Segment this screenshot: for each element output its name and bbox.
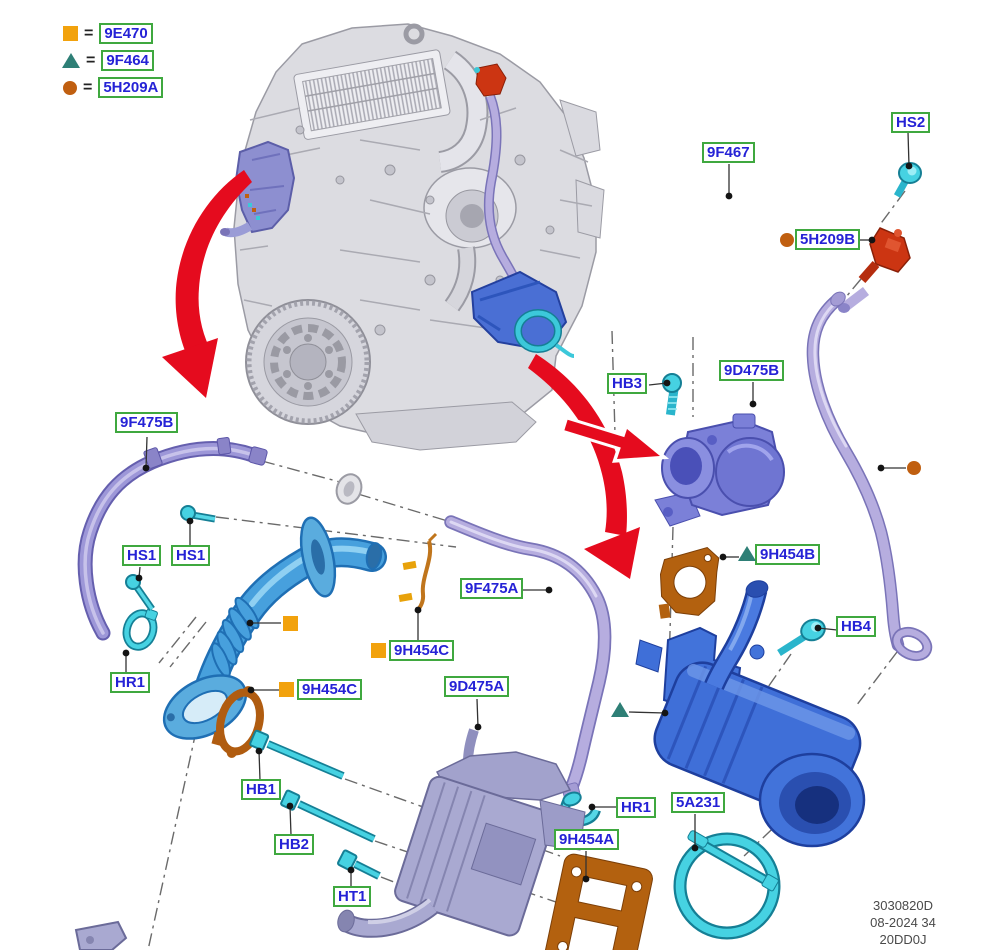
callout-label-9d475a[interactable]: 9D475A xyxy=(444,676,510,697)
footer-doc-codes: 3030820D 08-2024 34 20DD0J xyxy=(838,897,968,948)
legend-label-5h209a[interactable]: 5H209A xyxy=(98,77,164,98)
part-bolt-ht1 xyxy=(337,849,381,880)
legend-equals: = xyxy=(83,78,93,96)
callout-label-9f475b[interactable]: 9F475B xyxy=(115,412,179,433)
callout-label-hb2[interactable]: HB2 xyxy=(274,834,315,855)
callout-label-5a231[interactable]: 5A231 xyxy=(671,792,726,813)
engine-cooler-installed xyxy=(470,270,575,358)
callout-label-9h454b[interactable]: 9H454B xyxy=(755,544,821,565)
part-gasket-left xyxy=(211,686,264,758)
part-bolt-hb4 xyxy=(777,618,826,656)
callout-label-hr1-b[interactable]: HR1 xyxy=(616,797,657,818)
callout-label-9f475a[interactable]: 9F475A xyxy=(460,578,524,599)
callout-label-hs2[interactable]: HS2 xyxy=(891,112,931,133)
legend-row-circle: = 5H209A xyxy=(63,77,164,98)
part-bolt-hb3 xyxy=(662,373,682,416)
part-clamp-hr1a xyxy=(122,608,158,651)
part-bracket-bottom-left xyxy=(74,920,128,950)
part-gasket-9h454c xyxy=(398,532,438,613)
footer-doc-id: 3030820D xyxy=(873,898,933,913)
legend-label-9f464[interactable]: 9F464 xyxy=(101,50,154,71)
callout-label-ht1[interactable]: HT1 xyxy=(333,886,372,907)
part-bolt-hs1a xyxy=(125,574,155,611)
legend-equals: = xyxy=(84,24,94,42)
part-tube-9e470 xyxy=(162,516,387,740)
engine-egr-tube-installed xyxy=(484,94,525,294)
callout-label-hb4[interactable]: HB4 xyxy=(836,616,877,637)
part-tube-right xyxy=(806,291,933,662)
part-tube-9f475b xyxy=(77,437,268,641)
callout-label-9h454c-b[interactable]: 9H454C xyxy=(297,679,363,700)
circle-marker-tube-right xyxy=(907,461,921,475)
part-bolt-hs1b xyxy=(180,505,216,523)
square-marker-9h454c-a xyxy=(371,643,386,658)
part-grommet xyxy=(335,473,363,505)
callout-dots xyxy=(122,162,913,883)
triangle-marker-9h454b xyxy=(738,546,756,561)
legend-row-triangle: = 9F464 xyxy=(62,50,154,71)
legend-triangle-icon xyxy=(62,53,80,68)
red-arrow-straight xyxy=(563,416,670,463)
callout-label-hb3[interactable]: HB3 xyxy=(607,373,648,394)
part-clamp-5a231 xyxy=(673,830,781,940)
square-marker-tube xyxy=(283,616,298,631)
engine-sensor-installed xyxy=(474,63,507,97)
footer-date-code: 08-2024 34 xyxy=(870,915,936,930)
callout-label-hr1-a[interactable]: HR1 xyxy=(110,672,151,693)
part-cooler-9f464 xyxy=(635,580,866,848)
part-valve-9d475b xyxy=(654,413,785,527)
legend-equals: = xyxy=(86,51,96,69)
engine-egr-valve-installed xyxy=(220,140,296,238)
callout-label-5h209b[interactable]: 5H209B xyxy=(795,229,861,250)
callout-label-hs1-b[interactable]: HS1 xyxy=(171,545,211,566)
footer-sheet-code: 20DD0J xyxy=(879,932,927,947)
callout-label-9f467[interactable]: 9F467 xyxy=(702,142,755,163)
callout-label-9d475b[interactable]: 9D475B xyxy=(719,360,785,381)
part-bolt-hb2 xyxy=(280,789,376,843)
callout-lines xyxy=(125,131,910,887)
legend-square-icon xyxy=(63,26,78,41)
callout-label-9h454c-a[interactable]: 9H454C xyxy=(389,640,455,661)
circle-marker-5h209b xyxy=(780,233,794,247)
square-marker-9h454c-b xyxy=(279,682,294,697)
triangle-marker-cooler xyxy=(611,702,629,717)
part-gasket-9h454a xyxy=(540,853,653,950)
engine-illustration xyxy=(220,23,605,451)
callout-label-hs1-a[interactable]: HS1 xyxy=(122,545,162,566)
part-bolt-hb1 xyxy=(249,729,345,780)
callout-label-hb1[interactable]: HB1 xyxy=(241,779,282,800)
legend-label-9e470[interactable]: 9E470 xyxy=(99,23,153,44)
red-arrow-left xyxy=(162,170,252,398)
legend-row-square: = 9E470 xyxy=(63,23,153,44)
part-pump-9d475a xyxy=(337,728,586,938)
callout-label-9h454a[interactable]: 9H454A xyxy=(554,829,620,850)
legend-circle-icon xyxy=(63,80,77,95)
part-gasket-9h454b xyxy=(658,546,720,619)
part-sensor-5h209b xyxy=(838,227,911,313)
